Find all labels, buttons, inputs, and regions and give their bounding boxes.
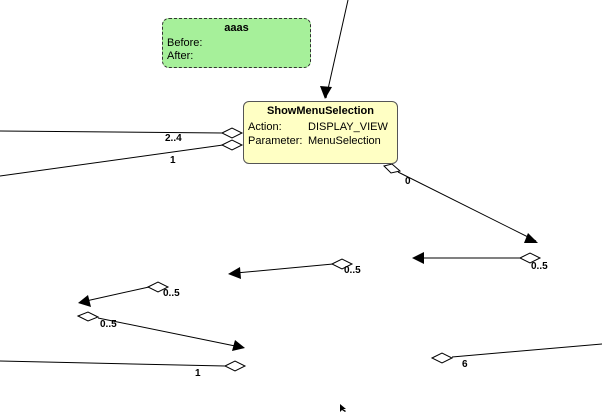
arrowhead-0-5-right	[412, 252, 424, 264]
multiplicity-label: 0	[405, 176, 411, 187]
note-title: aaas	[224, 22, 249, 34]
association-line-0-5-left[interactable]	[85, 286, 150, 302]
state-action-label: Action:	[248, 121, 282, 133]
note-after-label: After:	[167, 50, 194, 62]
aggregation-diamond-0[interactable]	[383, 163, 402, 174]
state-parameter-label: Parameter:	[248, 135, 303, 147]
multiplicity-label: 0..5	[344, 265, 361, 276]
aggregation-diamond-0-5-right[interactable]	[518, 252, 542, 264]
multiplicity-label: 0..5	[163, 288, 180, 299]
association-line-6[interactable]	[451, 343, 602, 358]
association-line-1-top[interactable]	[0, 144, 224, 177]
transition-line-top[interactable]	[325, 0, 349, 99]
association-line-1-bottom[interactable]	[0, 360, 226, 367]
arrowhead-0	[524, 233, 538, 243]
note-before-label: Before:	[167, 37, 203, 49]
state-box-show-menu-selection[interactable]: ShowMenuSelection Action: DISPLAY_VIEW P…	[243, 101, 398, 164]
aggregation-diamond-1-top[interactable]	[220, 139, 244, 151]
state-action-value: DISPLAY_VIEW	[308, 121, 388, 133]
aggregation-diamond-2-4[interactable]	[220, 127, 244, 139]
multiplicity-label: 1	[195, 368, 201, 379]
multiplicity-label: 6	[462, 359, 468, 370]
arrowhead-top	[320, 86, 332, 99]
aggregation-diamond-0-5-lower[interactable]	[76, 311, 100, 322]
multiplicity-label: 0..5	[531, 261, 548, 272]
association-line-0-5-middle[interactable]	[235, 263, 334, 274]
multiplicity-label: 0..5	[100, 319, 117, 330]
association-line-0[interactable]	[397, 171, 537, 242]
association-line-2-4[interactable]	[0, 130, 224, 134]
association-line-0-5-lower[interactable]	[97, 317, 241, 348]
aggregation-diamond-0-5-left[interactable]	[146, 281, 170, 293]
state-title: ShowMenuSelection	[267, 105, 374, 117]
multiplicity-label: 1	[170, 155, 176, 166]
arrowhead-0-5-middle	[228, 267, 241, 279]
aggregation-diamond-0-5-middle[interactable]	[330, 258, 354, 270]
mouse-cursor-icon	[340, 404, 346, 412]
arrowhead-0-5-left	[78, 295, 91, 307]
arrowhead-0-5-lower	[232, 340, 245, 351]
aggregation-diamond-1-bottom[interactable]	[223, 360, 247, 372]
aggregation-diamond-6[interactable]	[430, 352, 454, 364]
state-parameter-value: MenuSelection	[308, 135, 381, 147]
note-box[interactable]: aaas Before: After:	[162, 18, 311, 68]
multiplicity-label: 2..4	[165, 133, 182, 144]
